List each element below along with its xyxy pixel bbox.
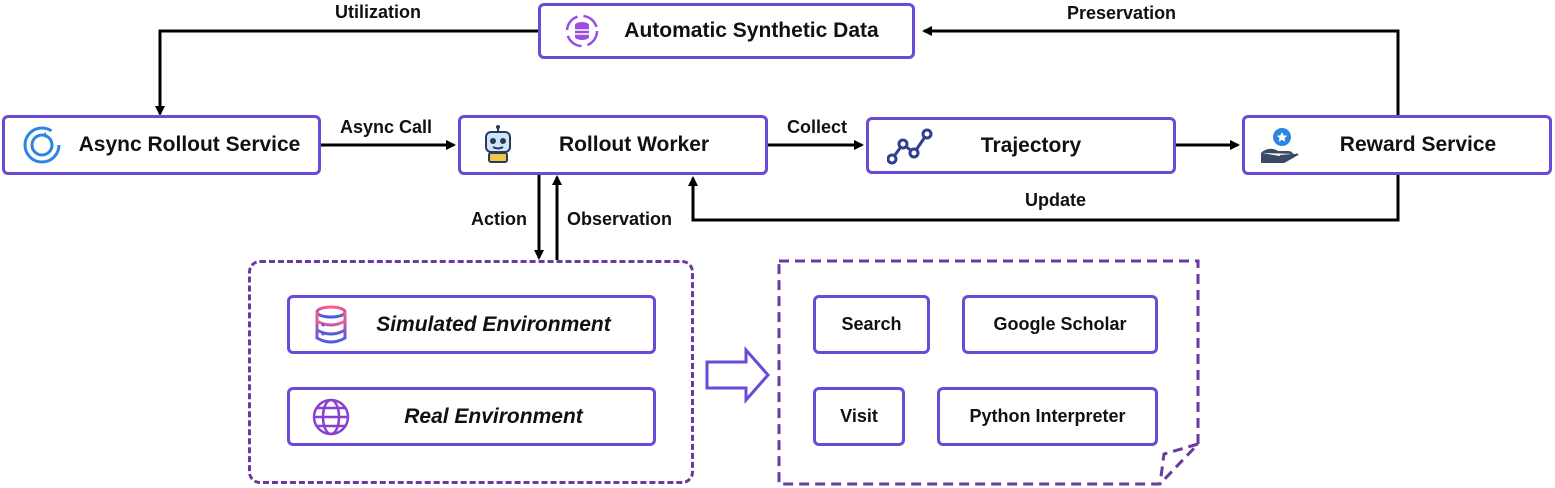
update-label: Update xyxy=(1025,190,1087,210)
hand-badge-icon xyxy=(1257,122,1303,168)
synthetic-data-node: Automatic Synthetic Data xyxy=(538,3,915,59)
tool-search-label: Search xyxy=(841,314,902,334)
globe-icon xyxy=(308,394,354,440)
hollow-arrow xyxy=(705,346,770,404)
tool-visit: Visit xyxy=(813,387,905,446)
rollout-worker-node: Rollout Worker xyxy=(458,115,768,175)
preservation-label: Preservation xyxy=(1067,3,1177,23)
synthetic-data-label: Automatic Synthetic Data xyxy=(624,19,879,42)
trajectory-node: Trajectory xyxy=(866,117,1176,174)
async-call-label: Async Call xyxy=(340,117,433,137)
line-chart-icon xyxy=(887,123,933,169)
async-rollout-label: Async Rollout Service xyxy=(78,133,301,156)
action-label: Action xyxy=(471,209,527,229)
async-rollout-node: Async Rollout Service xyxy=(2,115,321,175)
simulated-environment-label: Simulated Environment xyxy=(376,312,611,336)
reward-label: Reward Service xyxy=(1339,133,1497,156)
tool-google-scholar-label: Google Scholar xyxy=(993,314,1127,334)
trajectory-label: Trajectory xyxy=(980,133,1082,157)
database-sync-icon xyxy=(559,8,605,54)
observation-label: Observation xyxy=(567,209,673,229)
database-icon xyxy=(308,302,354,348)
robot-icon xyxy=(475,122,521,168)
tool-google-scholar: Google Scholar xyxy=(962,295,1158,354)
reward-node: Reward Service xyxy=(1242,115,1552,175)
tool-visit-label: Visit xyxy=(840,406,878,426)
utilization-arrow xyxy=(155,29,538,116)
real-environment: Real Environment xyxy=(287,387,656,446)
simulated-environment: Simulated Environment xyxy=(287,295,656,354)
collect-label: Collect xyxy=(787,117,848,137)
rollout-worker-label: Rollout Worker xyxy=(558,133,710,156)
update-arrow xyxy=(688,175,1400,222)
tools-group xyxy=(777,259,1200,486)
utilization-label: Utilization xyxy=(335,2,421,22)
tool-python-interpreter-label: Python Interpreter xyxy=(969,406,1126,426)
real-environment-label: Real Environment xyxy=(404,404,583,428)
preservation-arrow xyxy=(922,26,1400,115)
tool-python-interpreter: Python Interpreter xyxy=(937,387,1158,446)
environment-group xyxy=(248,260,694,484)
tool-search: Search xyxy=(813,295,930,354)
refresh-icon xyxy=(19,122,65,168)
